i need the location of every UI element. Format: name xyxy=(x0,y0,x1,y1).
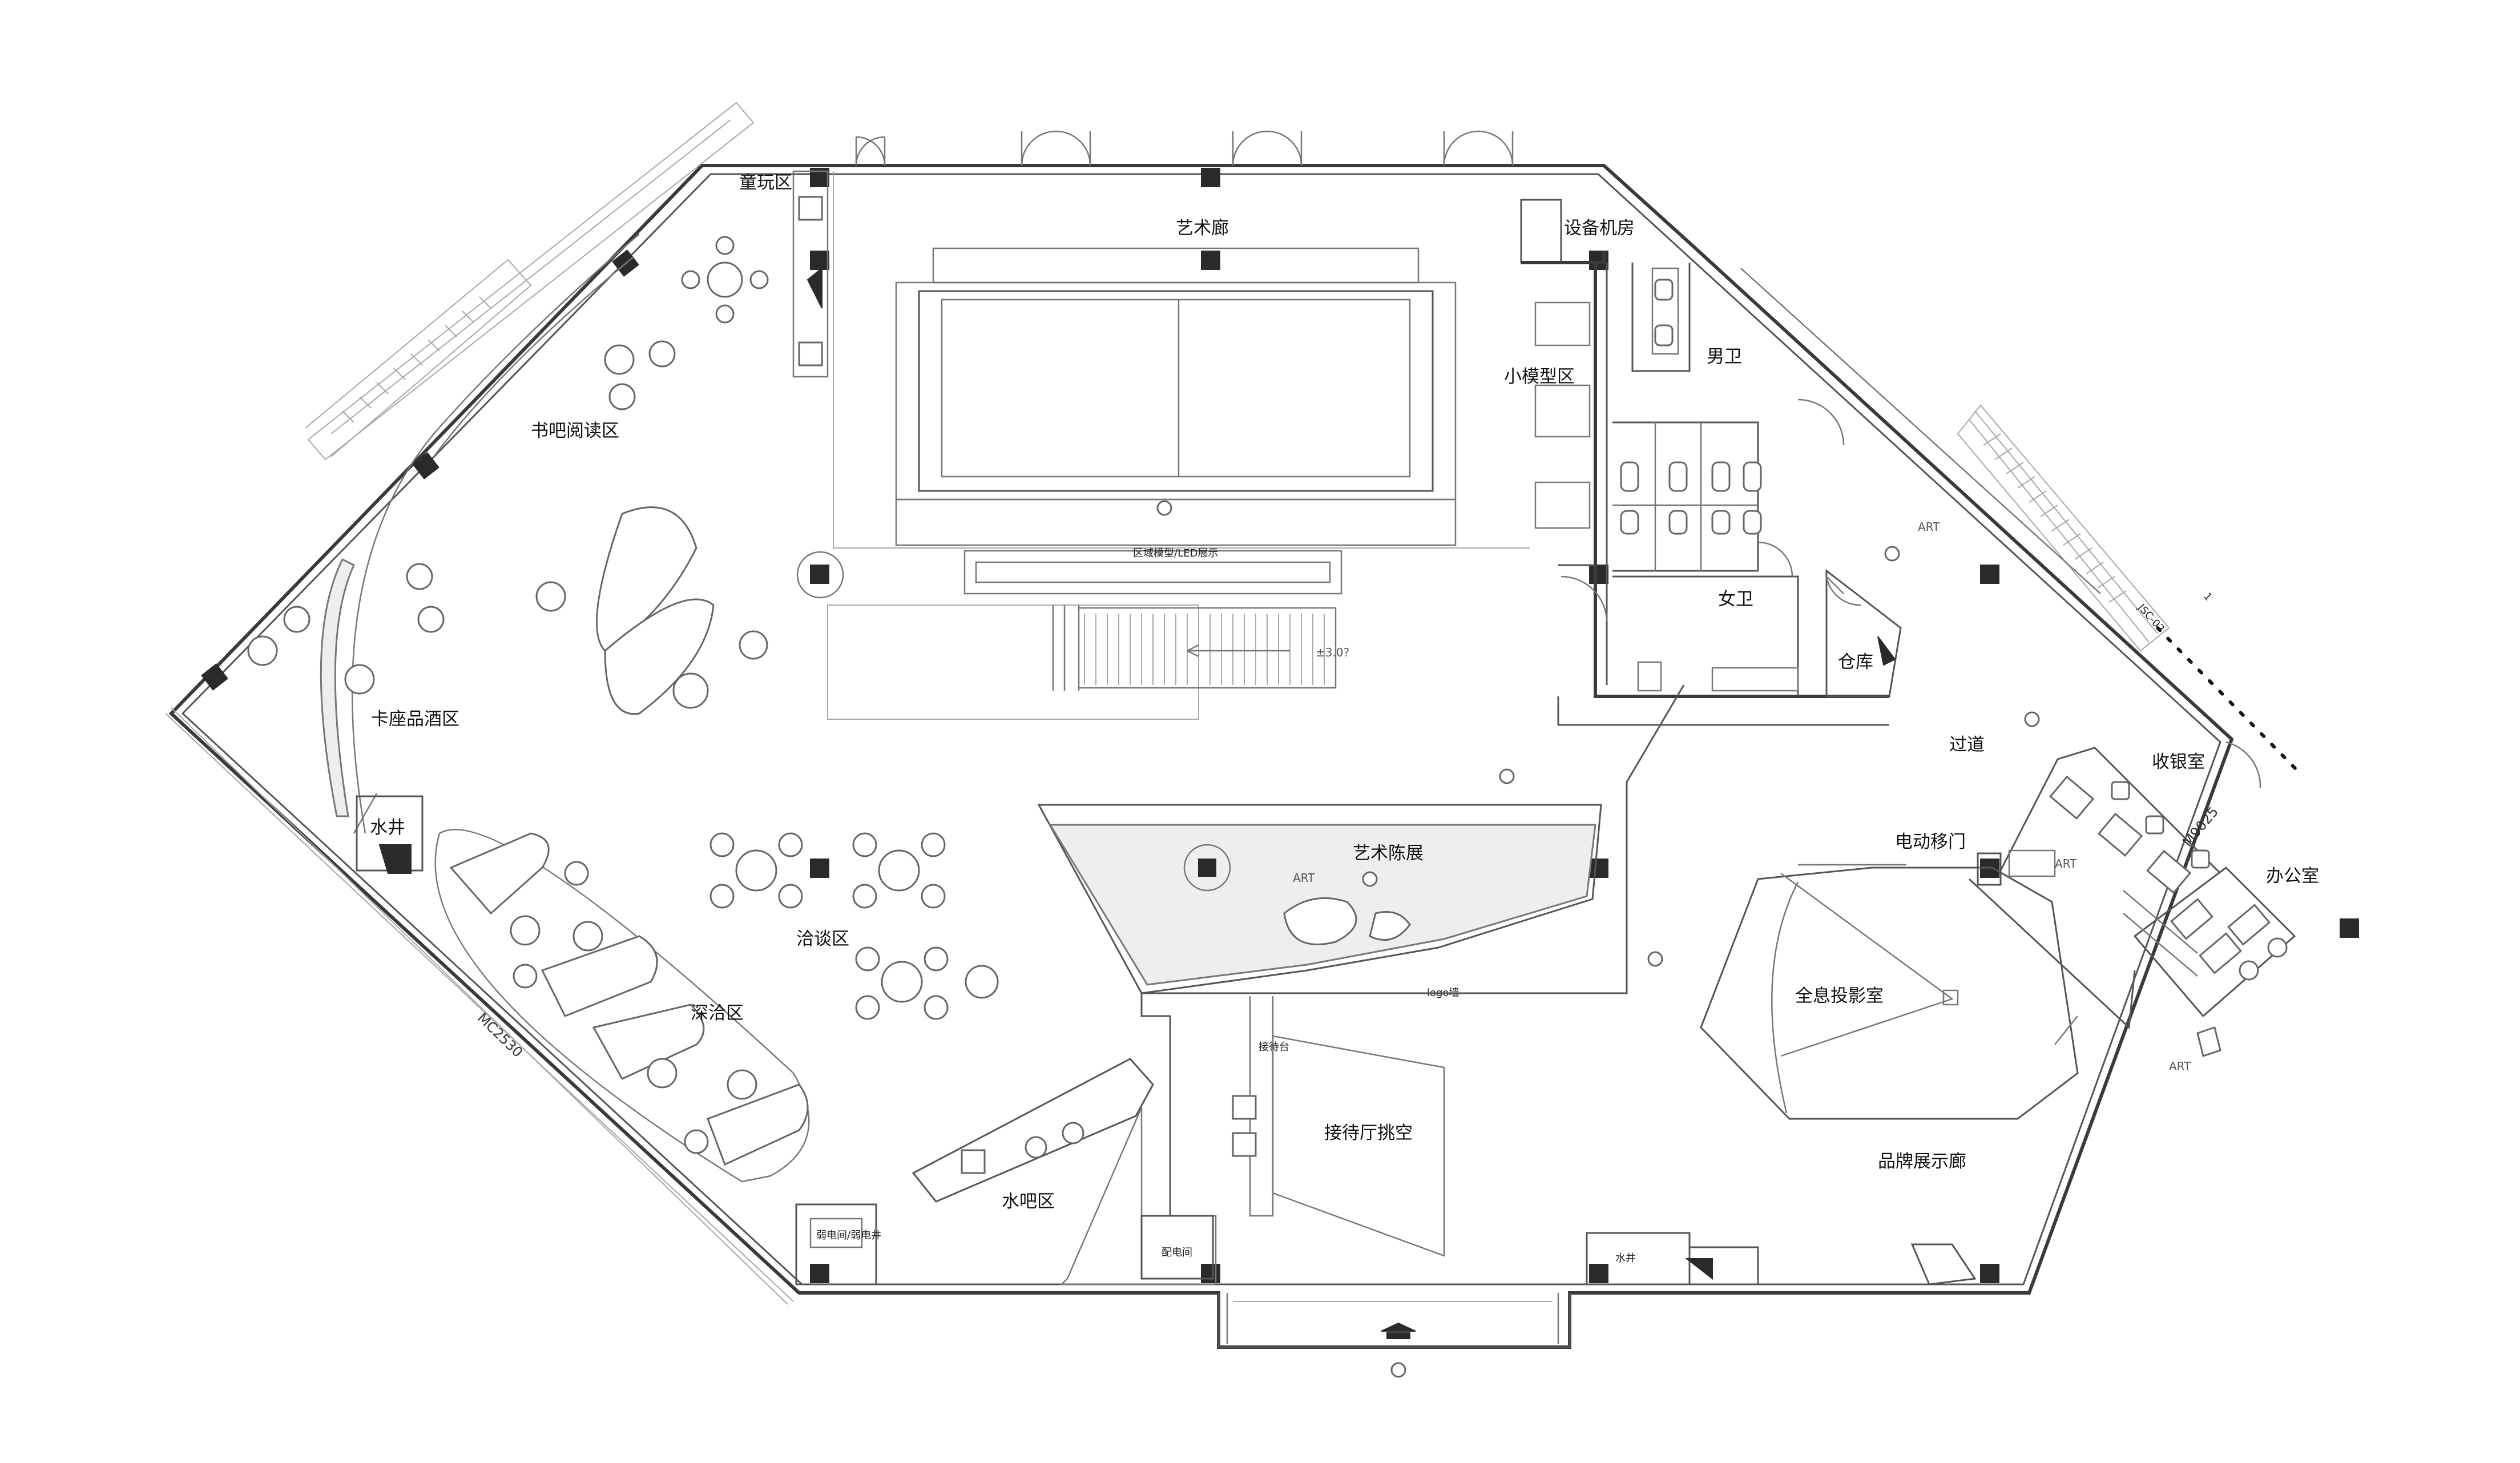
booth-wine-label: 卡座品酒区 xyxy=(371,709,459,730)
main-entrance xyxy=(1226,1293,1559,1344)
negotiation-tables: 洽谈区 xyxy=(709,832,999,1020)
art-exhibition: 艺术陈展 ART logo墙 xyxy=(1037,804,1602,999)
cashier-room-label: 收银室 xyxy=(2152,752,2205,772)
water-bar: 水吧区 配电间 xyxy=(912,1058,1217,1285)
exterior-walls xyxy=(165,164,2234,1349)
regional-model-label: 区域模型/LED展示 xyxy=(1133,547,1218,559)
reception-hall: 接待厅挑空 接待台 xyxy=(1140,684,1685,1257)
art-exhibition-label: 艺术陈展 xyxy=(1353,843,1424,864)
scale-figures xyxy=(1156,500,2040,1378)
office-label: 办公室 xyxy=(2266,866,2319,886)
top-doors xyxy=(855,130,1514,166)
art-corridor-label: 艺术廊 xyxy=(1176,218,1229,239)
deep-negotiation-label: 深洽区 xyxy=(691,1003,744,1023)
art-tag-gallery: ART xyxy=(2169,1059,2191,1073)
book-bar-furniture: 书吧阅读区 卡座品酒区 xyxy=(247,340,768,730)
small-model-label: 小模型区 xyxy=(1504,366,1575,387)
brand-gallery: 品牌展示廊 ART xyxy=(1878,1026,2221,1285)
mens-restroom-label: 男卫 xyxy=(1707,346,1742,367)
electric-door: 电动移门 xyxy=(1798,832,2056,886)
art-tag-exhibit: ART xyxy=(1293,871,1315,885)
central-stair: ±3.0? xyxy=(827,604,1349,720)
womens-restroom-label: 女卫 xyxy=(1718,589,1753,610)
book-bar-label: 书吧阅读区 xyxy=(531,421,619,441)
water-well-left-label: 水井 xyxy=(370,817,405,838)
service-block xyxy=(1520,199,1902,726)
play-area-label: 童玩区 xyxy=(739,172,792,193)
hologram-room: 全息投影室 xyxy=(1700,866,2079,1120)
water-well-right-label: 水井 xyxy=(1615,1252,1636,1264)
stair-level-label: ±3.0? xyxy=(1316,646,1349,659)
hologram-room-label: 全息投影室 xyxy=(1795,986,1884,1006)
section-mark: 1 xyxy=(2201,590,2214,603)
weak-current-room: 弱电间/弱电井 xyxy=(795,1203,881,1285)
water-bar-label: 水吧区 xyxy=(1002,1191,1055,1212)
door-m-label: M9025 xyxy=(2179,804,2221,850)
equipment-room-label: 设备机房 xyxy=(1564,218,1635,239)
art-tag-right: ART xyxy=(2055,857,2077,870)
left-stair xyxy=(305,102,755,461)
power-room-label: 配电间 xyxy=(1162,1247,1192,1259)
negotiation-label: 洽谈区 xyxy=(796,929,849,949)
art-corridor xyxy=(833,171,1530,595)
electric-door-label: 电动移门 xyxy=(1895,832,1966,852)
art-tag-restroom: ART xyxy=(1918,520,1940,534)
left-curved-walls: 水井 xyxy=(320,233,640,874)
right-water-well: 水井 xyxy=(1586,1232,1759,1285)
reception-desk-label: 接待台 xyxy=(1259,1041,1289,1053)
deep-negotiation: 深洽区 MC2530 xyxy=(434,829,810,1183)
reception-hall-label: 接待厅挑空 xyxy=(1324,1123,1413,1143)
brand-gallery-label: 品牌展示廊 xyxy=(1878,1151,1966,1172)
storage-label: 仓库 xyxy=(1838,652,1873,672)
play-area: 童玩区 xyxy=(681,170,829,378)
passage-label: 过道 xyxy=(1949,735,1985,755)
weak-current-label: 弱电间/弱电井 xyxy=(816,1230,881,1242)
